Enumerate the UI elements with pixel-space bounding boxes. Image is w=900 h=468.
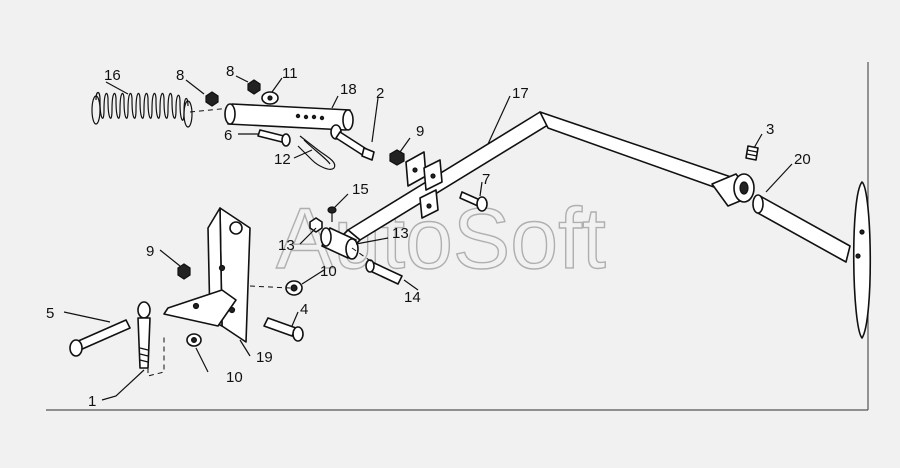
callout-8-right: 8: [226, 63, 234, 80]
callout-13-left: 13: [278, 237, 295, 254]
eye-bolt: [137, 301, 151, 369]
nut-middle: [285, 280, 303, 296]
pedal-shaft: [752, 194, 851, 263]
callout-14: 14: [404, 289, 421, 306]
callout-16: 16: [104, 67, 121, 84]
bolt-long: [69, 319, 131, 357]
leader-lines: [63, 75, 793, 401]
callout-6: 6: [224, 127, 232, 144]
lever-boss: [711, 173, 755, 207]
callout-18: 18: [340, 81, 357, 98]
pin: [365, 259, 403, 285]
callout-3: 3: [766, 121, 774, 138]
nut-upper: [389, 149, 405, 166]
callout-labels: 16 8 8 11 18 2 6 12 9 17 3 20 7 15 13 13…: [46, 63, 811, 410]
callout-9-upper: 9: [416, 123, 424, 140]
bolt-seven: [459, 191, 488, 212]
lever-bushing: [320, 227, 359, 260]
callout-19: 19: [256, 349, 273, 366]
callout-7: 7: [482, 171, 490, 188]
washer-top: [261, 91, 279, 105]
callout-17: 17: [512, 85, 529, 102]
callout-20: 20: [794, 151, 811, 168]
spring: [91, 91, 193, 128]
pedal-pad: [852, 181, 872, 339]
tube: [224, 103, 354, 131]
callout-13-right: 13: [392, 225, 409, 242]
callout-5: 5: [46, 305, 54, 322]
callout-11: 11: [282, 65, 298, 82]
callout-2: 2: [376, 85, 384, 102]
nut-lower: [186, 333, 202, 347]
grease-nipple: [327, 206, 337, 222]
bolt-small: [257, 129, 291, 147]
bolt-four: [263, 317, 304, 342]
callout-15: 15: [352, 181, 369, 198]
callout-10-middle: 10: [320, 263, 337, 280]
nut-top-left: [205, 91, 219, 107]
callout-8-left: 8: [176, 67, 184, 84]
cotter-pin: [297, 135, 336, 170]
bracket: [163, 207, 251, 343]
callout-9-lower: 9: [146, 243, 154, 260]
nut-thirteen: [309, 217, 323, 233]
nut-top-right: [247, 79, 261, 95]
callout-4: 4: [300, 301, 308, 318]
bolt-long-top: [330, 124, 375, 161]
bolt-pedal: [745, 145, 759, 161]
nut-lower-left: [177, 263, 191, 280]
callout-12: 12: [274, 151, 291, 168]
callout-1: 1: [88, 393, 96, 410]
lever-tabs: [405, 151, 443, 219]
callout-10-lower: 10: [226, 369, 243, 386]
